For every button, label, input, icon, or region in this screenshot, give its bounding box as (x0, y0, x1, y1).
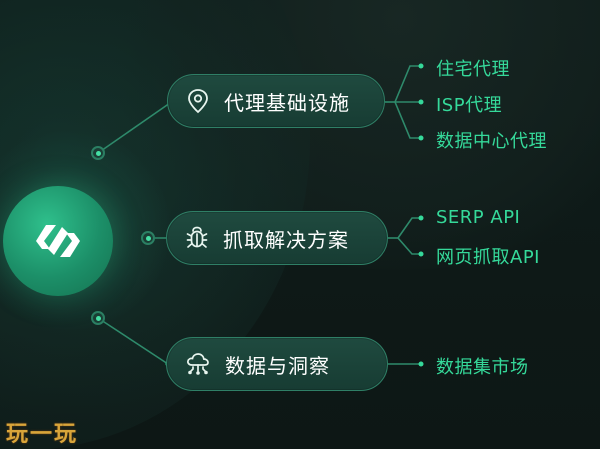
leaf-datacenter-proxy[interactable]: 数据中心代理 (436, 131, 547, 152)
connector-leaf-3 (394, 101, 420, 139)
cloud-network-icon (187, 353, 209, 375)
connector-leaf-4 (397, 217, 420, 239)
category-label: 数据与洞察 (225, 353, 330, 378)
location-pin-icon (188, 89, 208, 114)
leaf-serp-api[interactable]: SERP API (436, 207, 521, 228)
connector-data (97, 317, 169, 365)
bug-icon (186, 226, 208, 248)
leaf-web-scraping-api[interactable]: 网页抓取API (436, 247, 540, 268)
connector-dot (141, 231, 155, 245)
leaf-residential-proxy[interactable]: 住宅代理 (436, 59, 510, 80)
api-brackets-icon (36, 225, 80, 257)
category-label: 代理基础设施 (224, 90, 350, 115)
connector-dot (91, 146, 105, 160)
leaf-dataset-marketplace[interactable]: 数据集市场 (436, 357, 529, 378)
watermark-logo: 玩一玩 (6, 422, 79, 447)
connector-proxy (97, 102, 171, 154)
category-data-insights[interactable]: 数据与洞察 (166, 337, 388, 391)
category-label: 抓取解决方案 (223, 227, 349, 252)
hub-logo (3, 186, 113, 296)
connector-leaf-1 (394, 65, 420, 103)
category-scraping-solutions[interactable]: 抓取解决方案 (166, 211, 388, 265)
category-proxy-infrastructure[interactable]: 代理基础设施 (167, 74, 385, 128)
connector-leaf-5 (397, 237, 420, 255)
leaf-isp-proxy[interactable]: ISP代理 (436, 95, 503, 116)
connector-dot (91, 311, 105, 325)
